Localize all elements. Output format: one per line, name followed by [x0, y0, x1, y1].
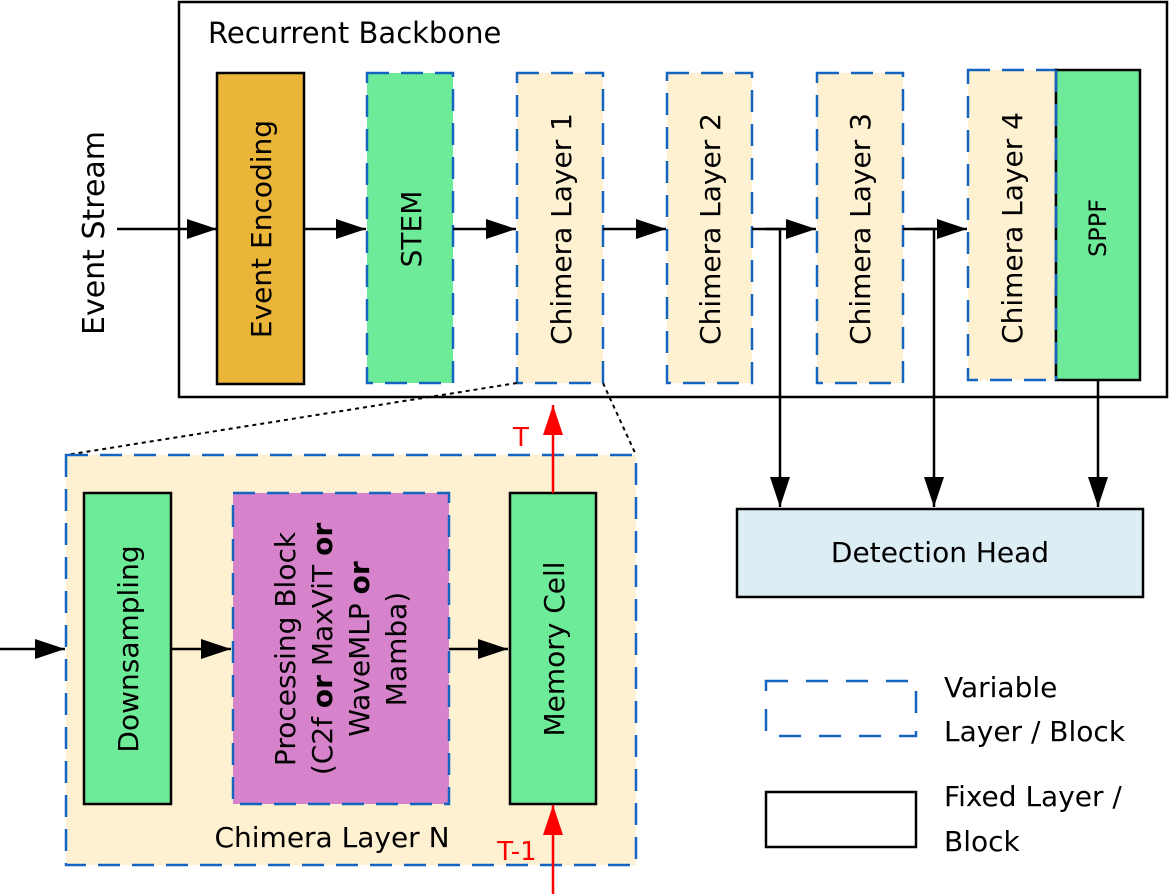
detection-head-block: Detection Head — [735, 507, 1145, 599]
processing-or-1: or — [306, 675, 339, 708]
processing-c2f: (C2f — [306, 708, 339, 775]
chimera-layer-2-label: Chimera Layer 2 — [694, 113, 727, 345]
legend-variable-swatch — [764, 679, 918, 738]
processing-maxvit: MaxViT — [306, 556, 339, 675]
legend-fixed-swatch — [764, 790, 918, 849]
event-encoding-label: Event Encoding — [245, 120, 278, 338]
processing-or-3: or — [343, 561, 376, 594]
memory-cell-block: Memory Cell — [508, 491, 598, 806]
chimera-layer-3-label: Chimera Layer 3 — [844, 113, 877, 345]
backbone-title: Recurrent Backbone — [208, 16, 501, 50]
legend-variable-line1: Variable — [944, 671, 1057, 704]
chimera-layer-2-block: Chimera Layer 2 — [665, 71, 754, 385]
downsampling-block: Downsampling — [82, 491, 173, 806]
processing-label-line3: WaveMLP or — [343, 561, 376, 737]
legend-variable-line2: Layer / Block — [944, 715, 1126, 748]
legend: Variable Layer / Block Fixed Layer / Blo… — [764, 671, 1126, 858]
event-stream-label: Event Stream — [77, 131, 112, 335]
memory-cell-label: Memory Cell — [538, 561, 571, 736]
processing-wavemlp: WaveMLP — [343, 594, 376, 736]
event-encoding-block: Event Encoding — [215, 71, 306, 386]
chimera-layer-3-block: Chimera Layer 3 — [815, 71, 905, 385]
legend-fixed-line1: Fixed Layer / — [944, 780, 1122, 813]
downsampling-label: Downsampling — [112, 545, 145, 752]
feature-arrow-chimera2 — [765, 227, 790, 507]
chimera-layer-1-block: Chimera Layer 1 — [515, 71, 605, 385]
processing-label-line1: Processing Block — [269, 531, 302, 766]
processing-label-line2: (C2f or MaxViT or — [306, 523, 339, 775]
chimera-layer-4-block: Chimera Layer 4 — [966, 68, 1058, 382]
feature-arrow-chimera3 — [915, 227, 944, 507]
chimera-layer-1-label: Chimera Layer 1 — [545, 113, 578, 345]
state-in-label: T-1 — [496, 837, 536, 867]
chimera-layer-n-title: Chimera Layer N — [214, 821, 449, 854]
stem-label: STEM — [395, 191, 428, 268]
legend-fixed-line2: Block — [944, 825, 1021, 858]
detection-head-label: Detection Head — [831, 536, 1049, 569]
chimera-layer-n-detail: Chimera Layer N Downsampling Processing … — [0, 453, 638, 867]
zoom-guide-right — [602, 382, 637, 456]
processing-block: Processing Block (C2f or MaxViT or WaveM… — [231, 491, 451, 806]
sppf-block: SPPF — [1054, 68, 1142, 382]
processing-or-2: or — [306, 523, 339, 556]
processing-label-line4: Mamba) — [380, 592, 413, 706]
stem-block: STEM — [365, 71, 455, 385]
sppf-label: SPPF — [1084, 199, 1112, 257]
chimera-layer-4-label: Chimera Layer 4 — [996, 112, 1029, 344]
state-out-label: T — [512, 423, 529, 453]
